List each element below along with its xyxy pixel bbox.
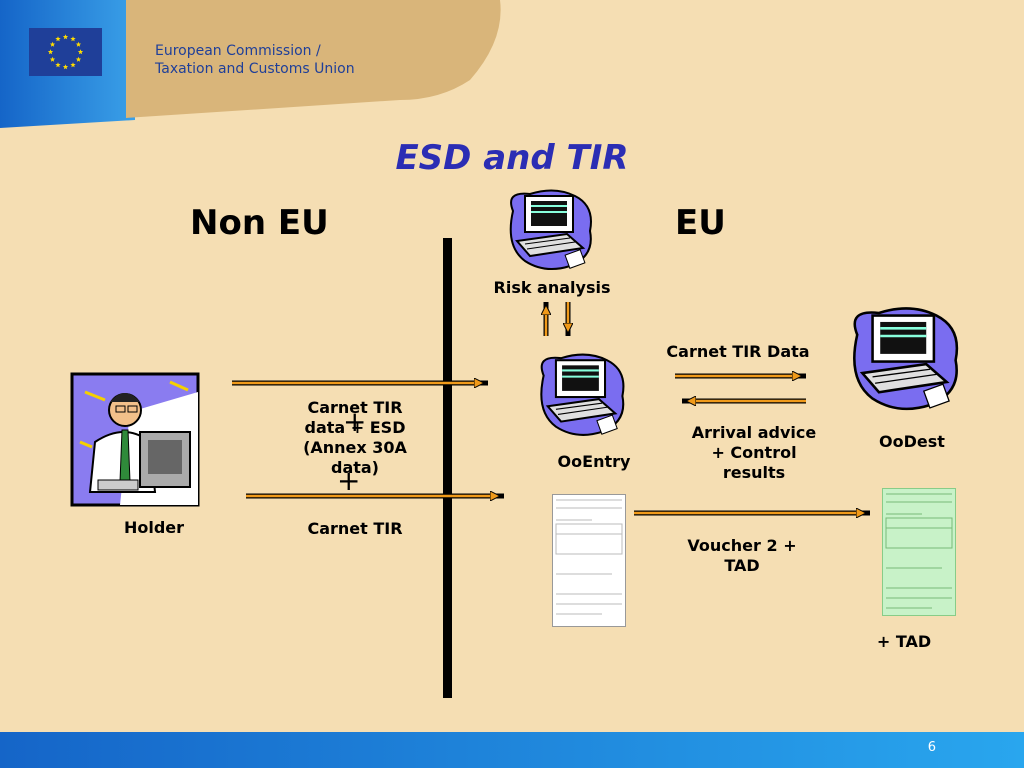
eu-star: [75, 41, 82, 47]
eu-star: [77, 49, 84, 55]
eu-label: EU: [675, 203, 726, 243]
eu-flag-icon: [29, 28, 102, 76]
carnet-esd-line-4: data): [330, 458, 379, 477]
eu-star: [70, 36, 76, 42]
eu-star: [49, 56, 56, 62]
computer-icon: [853, 307, 959, 411]
eu-star: [62, 34, 69, 40]
voucher-line-2: TAD: [724, 556, 760, 575]
plus-sign: +: [337, 464, 361, 497]
border-divider: [443, 238, 452, 698]
oo-dest-label: OoDest: [879, 432, 945, 451]
eu-star: [47, 49, 54, 55]
eu-star: [49, 41, 56, 47]
carnet-esd-line-1: Carnet TIR: [307, 398, 403, 417]
eu-star: [62, 64, 69, 70]
carnet-esd-label: Carnet TIR data + ESD (Annex 30A data): [285, 398, 425, 478]
eu-star: [55, 36, 61, 42]
voucher-label: Voucher 2 + TAD: [672, 536, 812, 576]
footer-band: [0, 732, 1024, 768]
document-icon: [552, 494, 626, 627]
holder-person-icon: [70, 372, 200, 507]
arrival-line-1: Arrival advice: [691, 423, 817, 442]
arrival-advice-label: Arrival advice + Control results: [674, 423, 834, 483]
carnet-tir-label: Carnet TIR: [307, 519, 403, 538]
oo-entry-label: OoEntry: [557, 452, 631, 471]
risk-analysis-label: Risk analysis: [493, 278, 611, 297]
arrival-line-3: results: [722, 463, 786, 482]
eu-star: [75, 56, 82, 62]
tad-label: + TAD: [876, 632, 932, 651]
eu-star: [55, 62, 61, 68]
voucher-line-1: Voucher 2 +: [687, 536, 797, 555]
plus-sign: +: [343, 405, 367, 438]
holder-label: Holder: [123, 518, 185, 537]
arrival-line-2: + Control: [711, 443, 797, 462]
non-eu-label: Non EU: [190, 203, 329, 243]
computer-icon: [509, 189, 592, 271]
organization-name: European Commission / Taxation and Custo…: [155, 42, 355, 78]
eu-star: [70, 62, 76, 68]
carnet-esd-line-3: (Annex 30A: [303, 438, 407, 457]
slide-title: ESD and TIR: [395, 138, 629, 178]
computer-icon: [540, 353, 625, 436]
carnet-esd-line-2: data + ESD: [304, 418, 406, 437]
org-line-2: Taxation and Customs Union: [155, 61, 355, 77]
org-line-1: European Commission /: [155, 43, 321, 59]
document-icon: [882, 488, 956, 616]
page-number: 6: [927, 740, 936, 755]
carnet-tir-data-label: Carnet TIR Data: [666, 342, 810, 361]
